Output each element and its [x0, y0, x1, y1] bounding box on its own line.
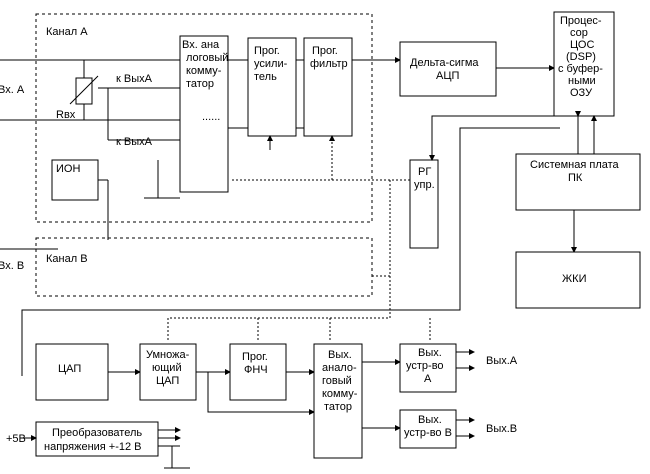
dsp-label-4: (DSP) — [566, 51, 596, 63]
supply-label: +5В — [6, 433, 26, 445]
dsp-label-2: сор — [570, 27, 588, 39]
to-out-a-label-1: к ВыхА — [116, 73, 153, 85]
output-mux-label-2: анало- — [322, 362, 357, 374]
rin-resistor — [75, 77, 93, 105]
dac-label: ЦАП — [58, 363, 81, 375]
channel-b-frame — [35, 237, 373, 297]
system-board-label-1: Системная плата — [530, 159, 620, 171]
dsp-label-5: с буфер- — [558, 63, 603, 75]
ion-block — [51, 159, 99, 201]
out-dev-b-label-2: устр-во В — [404, 427, 452, 439]
out-dev-a-block — [399, 343, 457, 393]
channel-a-label: Канал А — [46, 26, 88, 38]
converter-label-2: напряжения +-12 В — [44, 441, 142, 453]
prog-filter-label-1: Прог. — [312, 45, 338, 57]
input-mux-label-4: татор — [186, 78, 214, 90]
system-board-block — [515, 153, 641, 211]
prog-filter-block — [303, 37, 353, 137]
to-out-a-label-2: к ВыхА — [116, 136, 153, 148]
output-a-label: Вых.А — [486, 355, 518, 367]
prog-lpf-label-1: Прог. — [242, 351, 268, 363]
output-mux-label-3: говый — [322, 375, 352, 387]
prog-lpf-block — [229, 343, 287, 401]
input-mux-label-1: Вх. ана — [182, 39, 220, 51]
rg-label-2: упр. — [414, 179, 435, 191]
input-a-label: Вх. А — [0, 84, 25, 96]
dsp-label-3: ЦОС — [570, 39, 594, 51]
output-mux-label-5: татор — [324, 401, 352, 413]
lcd-label: ЖКИ — [562, 273, 586, 285]
out-dev-a-label-3: А — [424, 373, 432, 385]
dsp-label-7: ОЗУ — [570, 87, 593, 99]
converter-block — [35, 421, 159, 457]
dsp-label-1: Процес- — [560, 15, 602, 27]
delta-sigma-label-1: Дельта-сигма — [410, 57, 479, 69]
channel-a-frame — [35, 13, 373, 223]
dsp-block — [553, 11, 615, 117]
mult-dac-label-3: ЦАП — [156, 375, 179, 387]
system-board-label-2: ПК — [568, 172, 583, 184]
output-mux-label-4: комму- — [322, 388, 358, 400]
prog-amp-block — [247, 37, 297, 137]
channel-b-label: Канал В — [46, 253, 88, 265]
prog-lpf-label-2: ФНЧ — [244, 364, 268, 376]
mult-dac-label-2: ющий — [152, 362, 182, 374]
rin-label: Rвх — [56, 109, 76, 121]
input-b-label: Вх. В — [0, 260, 24, 272]
output-mux-block — [313, 343, 363, 459]
output-b-label: Вых.В — [486, 423, 517, 435]
rg-label-1: РГ — [418, 166, 431, 178]
mult-dac-block — [139, 343, 197, 401]
out-dev-a-label-1: Вых. — [418, 347, 442, 359]
output-mux-label-1: Вых. — [328, 349, 352, 361]
input-mux-label-3: комму- — [186, 65, 222, 77]
rg-block — [409, 159, 439, 249]
delta-sigma-label-2: АЦП — [436, 70, 459, 82]
input-mux-label-2: логовый — [186, 52, 228, 64]
delta-sigma-block — [399, 41, 497, 97]
input-mux-block — [179, 35, 229, 193]
prog-amp-label-2: усили- — [254, 58, 288, 70]
lcd-block — [515, 251, 641, 309]
prog-filter-label-2: фильтр — [310, 58, 348, 70]
converter-label-1: Преобразователь — [52, 427, 142, 439]
dac-block — [35, 343, 109, 401]
dsp-label-6: ными — [568, 75, 596, 87]
ion-label: ИОН — [56, 163, 80, 175]
out-dev-b-block — [399, 409, 457, 449]
out-dev-b-label-1: Вых. — [418, 414, 442, 426]
svg-text:......: ...... — [202, 111, 220, 123]
mult-dac-label-1: Умножа- — [146, 349, 190, 361]
prog-amp-label-1: Прог. — [254, 45, 280, 57]
out-dev-a-label-2: устр-во — [406, 360, 444, 372]
prog-amp-label-3: тель — [254, 71, 277, 83]
